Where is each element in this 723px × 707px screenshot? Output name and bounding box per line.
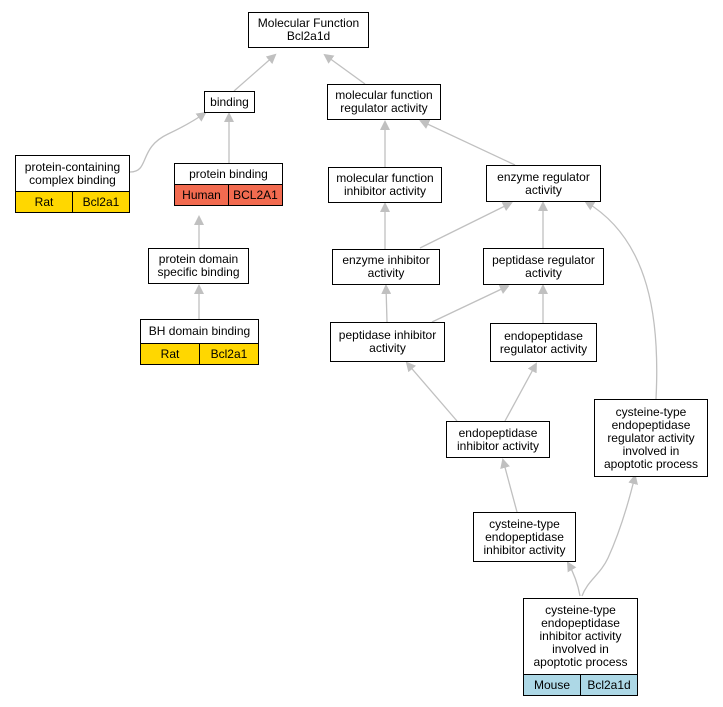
gene-cell: Bcl2a1 [72, 192, 129, 212]
edge-binding-to-root [233, 53, 277, 92]
annotation-row: Mouse Bcl2a1d [524, 674, 637, 695]
node-label: cysteine-type endopeptidase inhibitor ac… [533, 603, 628, 669]
edge-endopeptidase-inhibitor-to-peptidase-inhibitor [405, 361, 458, 422]
node-label: protein binding [189, 166, 268, 181]
edge-peptidase-inhibitor-to-peptidase-regulator [431, 284, 510, 323]
species-cell: Rat [160, 347, 180, 361]
node-label: protein-containing complex binding [24, 159, 121, 187]
annotation-row: Rat Bcl2a1 [141, 343, 258, 364]
node-label: BH domain binding [148, 324, 251, 338]
edge-cys-apoptotic-to-cys-inhibitor [566, 561, 581, 597]
node-molecular-function-root: Molecular Function Bcl2a1d [248, 12, 369, 48]
edge-cys-apoptotic-to-cys-reg-apoptotic [581, 474, 638, 597]
species-cell: Mouse [533, 678, 571, 692]
node-peptidase-regulator-activity: peptidase regulator activity [483, 248, 604, 285]
node-label: molecular function regulator activity [335, 88, 433, 115]
edge-cys-inhibitor-to-endopeptidase-inhibitor [500, 458, 518, 513]
gene-cell: Bcl2a1 [199, 344, 258, 364]
species-cell: Rat [34, 195, 54, 209]
node-peptidase-inhibitor-activity: peptidase inhibitor activity [330, 322, 445, 362]
edge-mf-regulator-to-root [323, 53, 366, 85]
node-label: cysteine-type endopeptidase regulator ac… [603, 404, 699, 471]
root-title: Molecular Function [257, 16, 360, 30]
edge-endopeptidase-inhibitor-to-endopeptidase-regulator [504, 362, 537, 422]
node-label: protein domain specific binding [157, 252, 240, 279]
edge-enzyme-regulator-to-mf-regulator [419, 119, 516, 166]
node-label: endopeptidase inhibitor activity [456, 425, 540, 453]
node-enzyme-regulator-activity: enzyme regulator activity [486, 165, 601, 202]
node-enzyme-inhibitor-activity: enzyme inhibitor activity [332, 249, 440, 285]
node-cysteine-endopeptidase-inhibitor: cysteine-type endopeptidase inhibitor ac… [473, 512, 576, 562]
node-endopeptidase-inhibitor-activity: endopeptidase inhibitor activity [446, 421, 550, 458]
node-label: peptidase regulator activity [492, 252, 595, 280]
node-endopeptidase-regulator-activity: endopeptidase regulator activity [490, 323, 597, 362]
node-label: peptidase inhibitor activity [338, 328, 437, 355]
node-protein-domain-specific-binding: protein domain specific binding [148, 248, 249, 284]
node-label: enzyme regulator activity [497, 169, 590, 197]
edge-cys-reg-apoptotic-to-enzyme-regulator [584, 200, 658, 400]
node-label: binding [210, 94, 249, 109]
gene-cell: Bcl2a1d [580, 675, 637, 695]
species-cell: Human [182, 188, 221, 202]
node-mf-regulator-activity: molecular function regulator activity [327, 84, 441, 120]
node-bh-domain-binding: BH domain binding Rat Bcl2a1 [140, 319, 259, 365]
node-protein-complex-binding: protein-containing complex binding Rat B… [15, 155, 130, 213]
node-protein-binding: protein binding Human BCL2A1 [174, 163, 283, 206]
edge-complex-binding-to-binding [129, 111, 207, 173]
node-label: cysteine-type endopeptidase inhibitor ac… [483, 516, 566, 557]
root-subtitle: Bcl2a1d [286, 29, 331, 43]
annotation-row: Human BCL2A1 [175, 184, 282, 205]
node-label: endopeptidase regulator activity [499, 328, 588, 356]
node-binding: binding [204, 91, 255, 113]
node-label: enzyme inhibitor activity [342, 253, 430, 280]
gene-cell: BCL2A1 [228, 185, 282, 205]
edge-enzyme-inhibitor-to-enzyme-regulator [419, 202, 513, 249]
node-cysteine-endopeptidase-inhibitor-apoptotic: cysteine-type endopeptidase inhibitor ac… [523, 598, 638, 696]
node-mf-inhibitor-activity: molecular function inhibitor activity [328, 167, 442, 203]
node-cysteine-endopeptidase-regulator-apoptotic: cysteine-type endopeptidase regulator ac… [594, 399, 708, 477]
annotation-row: Rat Bcl2a1 [16, 191, 129, 212]
edge-peptidase-inhibitor-to-enzyme-inhibitor [381, 284, 392, 323]
node-label: molecular function inhibitor activity [336, 171, 434, 198]
